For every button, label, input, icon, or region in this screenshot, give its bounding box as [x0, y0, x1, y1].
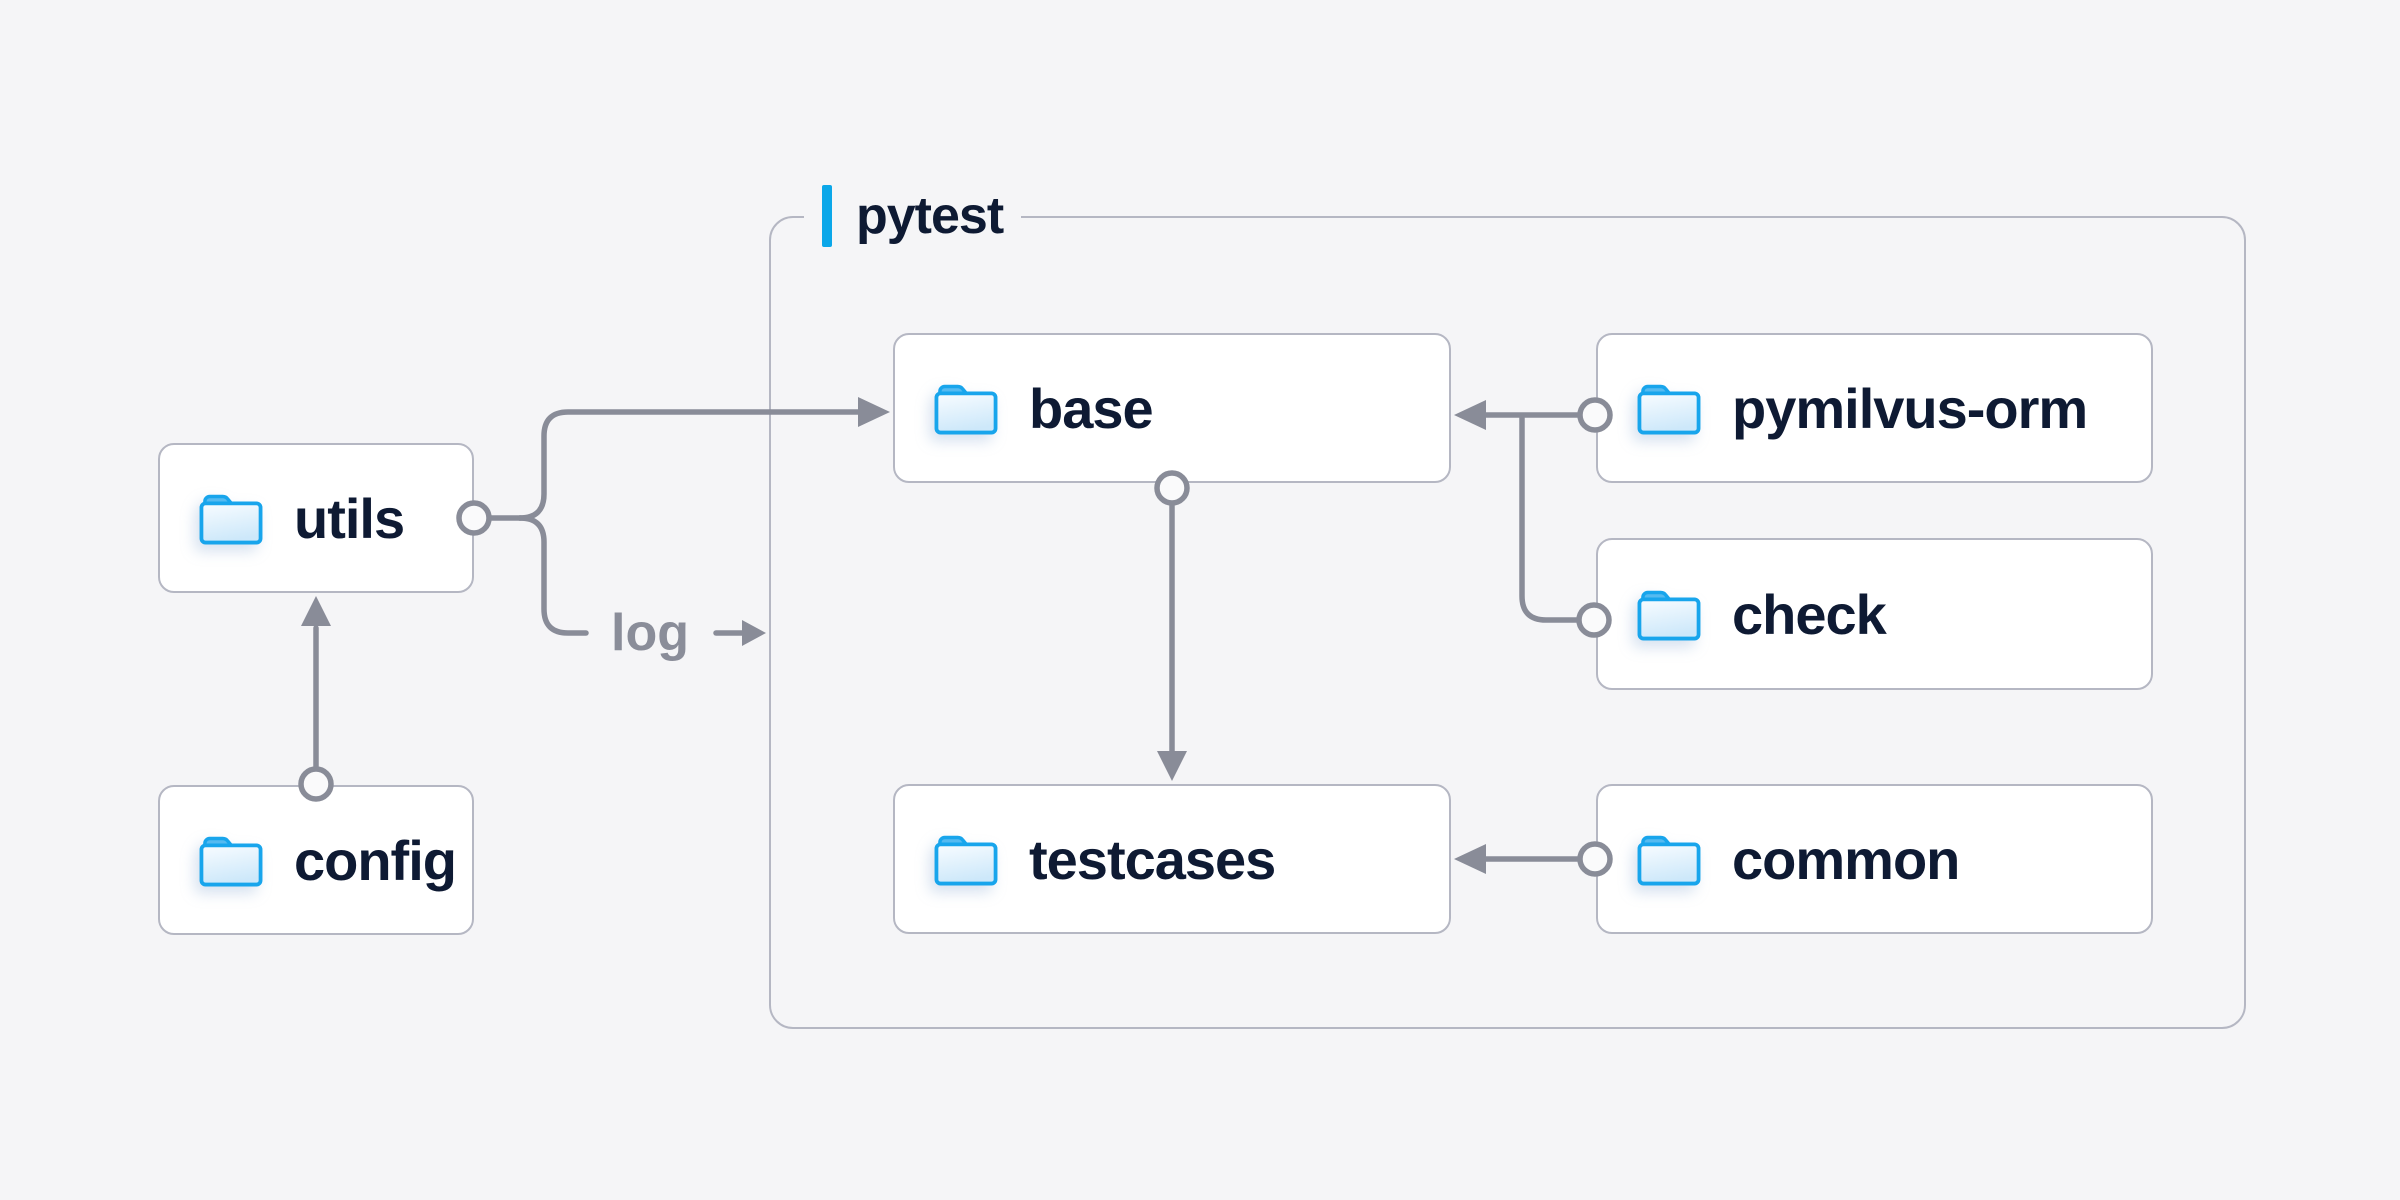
node-label: utils	[294, 486, 405, 550]
edge-utils-log	[517, 515, 589, 636]
pytest-group-container	[769, 216, 2246, 1029]
node-config: config	[158, 785, 474, 935]
folder-icon	[198, 491, 264, 546]
node-label: check	[1732, 582, 1887, 646]
node-check: check	[1596, 538, 2153, 690]
edge-label-log: log	[611, 604, 689, 662]
folder-icon	[933, 381, 999, 436]
node-label: common	[1732, 827, 1960, 891]
arrowhead-up-icon	[301, 596, 331, 626]
accent-bar-icon	[822, 185, 832, 247]
group-label-pytest: pytest	[804, 185, 1022, 247]
folder-icon	[1636, 832, 1702, 887]
folder-icon	[1636, 587, 1702, 642]
node-utils: utils	[158, 443, 474, 593]
node-base: base	[893, 333, 1451, 483]
node-testcases: testcases	[893, 784, 1451, 934]
folder-icon	[198, 833, 264, 888]
arrowhead-right-small-icon	[742, 620, 766, 646]
folder-icon	[933, 832, 999, 887]
node-label: config	[294, 828, 457, 892]
node-label: base	[1029, 376, 1154, 440]
node-pymilvus-orm: pymilvus-orm	[1596, 333, 2153, 483]
node-label: pymilvus-orm	[1732, 376, 2088, 440]
node-common: common	[1596, 784, 2153, 934]
node-label: testcases	[1029, 827, 1276, 891]
folder-icon	[1636, 381, 1702, 436]
group-label-text: pytest	[856, 187, 1004, 245]
